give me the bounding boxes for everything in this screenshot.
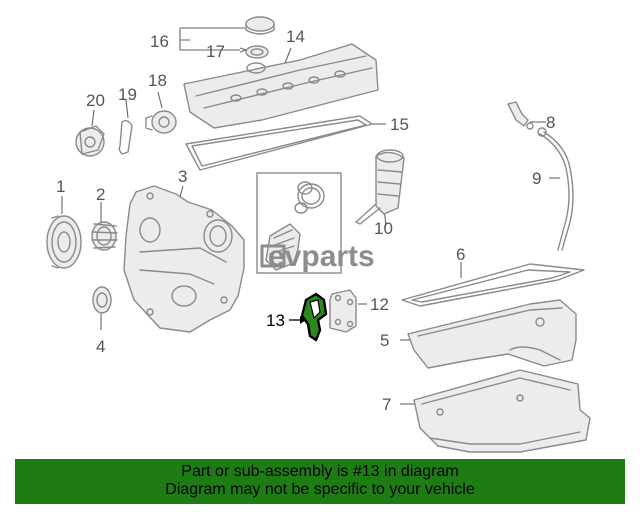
watermark-logo: evparts: [260, 240, 375, 273]
gasket-part-12: [329, 289, 357, 333]
oil-filter-housing: [355, 149, 405, 225]
dipstick-tube: [537, 127, 574, 251]
hose-part-19: [118, 119, 133, 155]
valve-cover-gasket: [185, 115, 373, 171]
callout-15: 15: [390, 115, 409, 134]
valve-cover: [183, 43, 379, 129]
callout-2: 2: [96, 185, 105, 204]
banner-line-1: Part or sub-assembly is #13 in diagram: [181, 463, 459, 480]
callout-13: 13: [266, 311, 285, 330]
upper-oil-pan: [407, 299, 577, 369]
highlighted-part-13: [300, 292, 328, 342]
callout-14: 14: [286, 27, 305, 46]
lower-oil-pan: [413, 369, 591, 453]
callout-3: 3: [178, 167, 187, 186]
callout-16: 16: [150, 32, 169, 51]
crank-pulley: [46, 215, 82, 269]
callout-20: 20: [86, 91, 105, 110]
callout-18: 18: [148, 71, 167, 90]
timing-cover: [123, 185, 245, 333]
part-info-banner: Part or sub-assembly is #13 in diagram D…: [15, 459, 625, 504]
callout-17: 17: [206, 42, 225, 61]
callout-4: 4: [96, 337, 105, 356]
callout-5: 5: [380, 331, 389, 350]
callout-1: 1: [56, 177, 65, 196]
oil-pan-gasket: [401, 263, 585, 307]
callout-7: 7: [382, 395, 391, 414]
banner-line-2: Diagram may not be specific to your vehi…: [165, 481, 475, 498]
callout-19: 19: [118, 85, 137, 104]
callout-9: 9: [532, 169, 541, 188]
oil-filler-cap: [245, 16, 275, 59]
callout-10: 10: [374, 219, 393, 238]
front-seal: [92, 286, 112, 314]
callout-6: 6: [456, 245, 465, 264]
callout-8: 8: [546, 113, 555, 132]
tensioner-part-20: [75, 125, 105, 157]
oil-level-sensor: [507, 101, 534, 130]
sensor-part-18: [145, 110, 177, 134]
sprocket: [91, 221, 118, 251]
callout-labels: 16 17 14 20 19 18 15 8 9 1 2 3 10 6 12 1…: [56, 27, 555, 414]
callout-12: 12: [370, 295, 389, 314]
watermark-text: evparts: [268, 240, 375, 273]
filter-kit-box: [256, 172, 342, 274]
